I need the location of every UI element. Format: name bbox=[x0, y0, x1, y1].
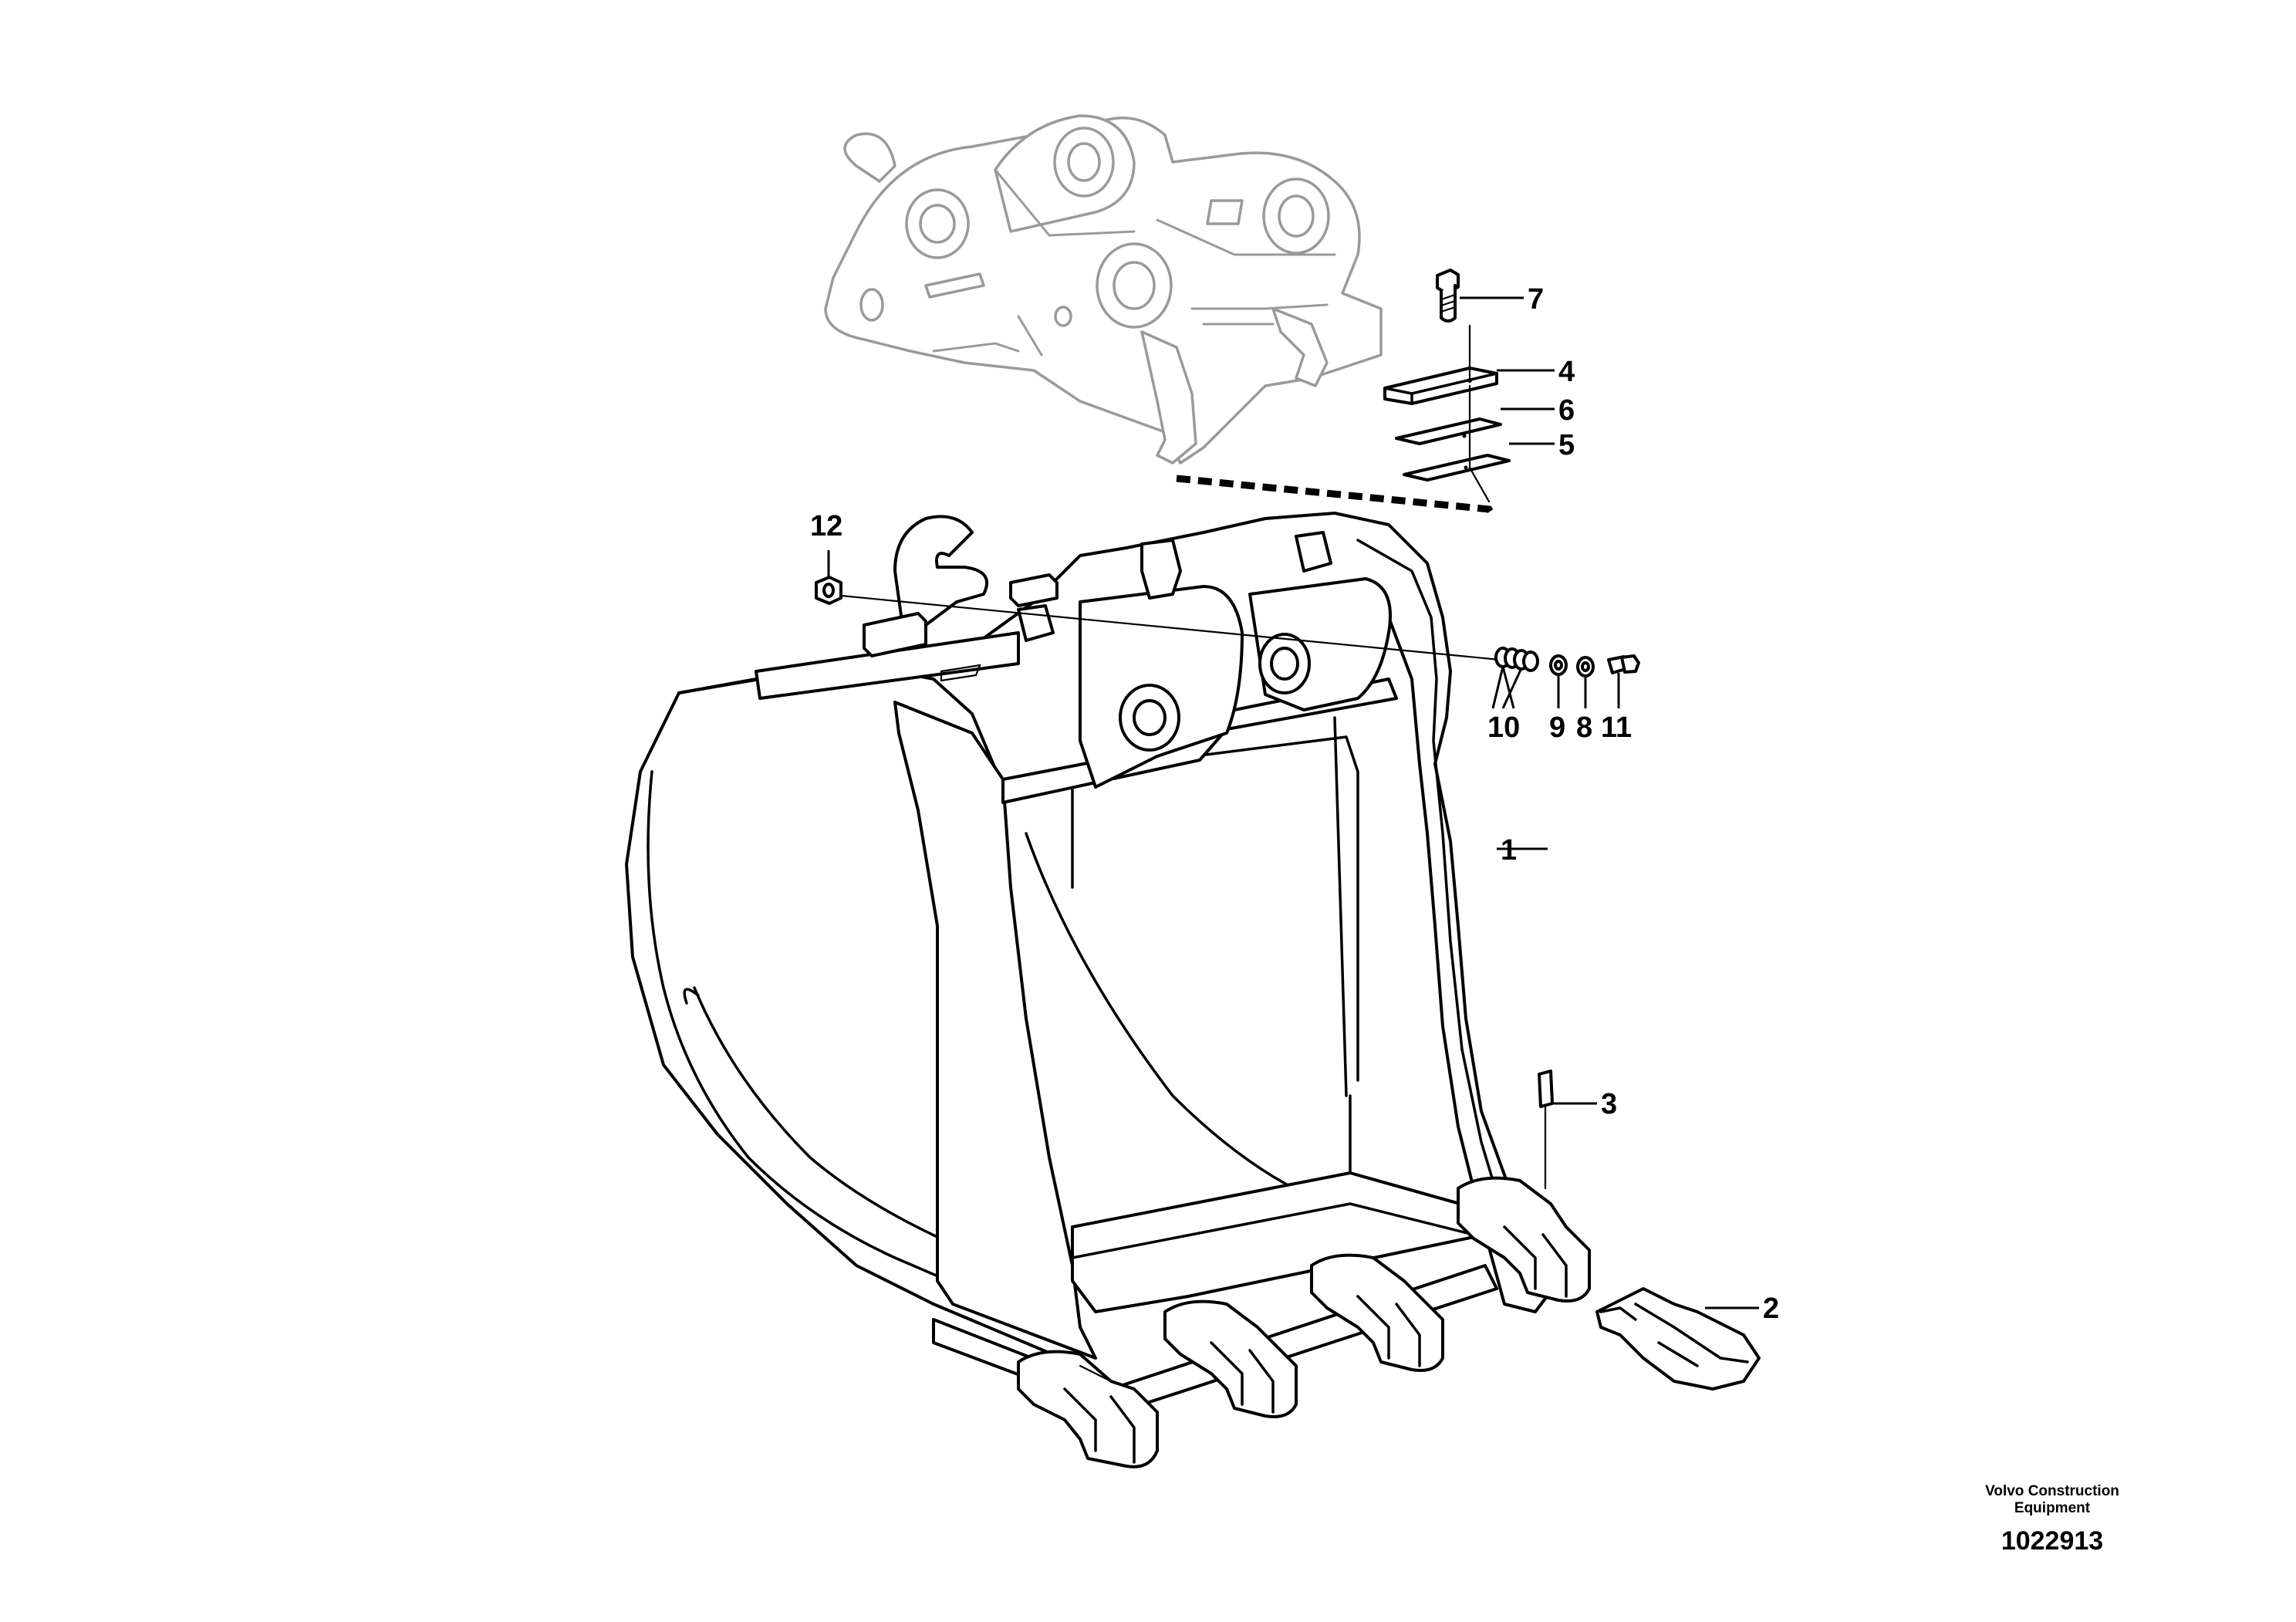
manufacturer-line-2: Equipment bbox=[2014, 1500, 2091, 1516]
callout-3: 3 bbox=[1601, 1088, 1617, 1120]
shim-5 bbox=[1403, 454, 1511, 482]
drawing-number: 1022913 bbox=[2001, 1526, 2104, 1556]
callout-9: 9 bbox=[1549, 711, 1565, 744]
manufacturer-line-1: Volvo Construction bbox=[1985, 1483, 2119, 1499]
bolt-7 bbox=[1436, 269, 1460, 323]
bolt-11 bbox=[1607, 654, 1640, 674]
adapter-plate-stack bbox=[1383, 324, 1511, 503]
callout-1: 1 bbox=[1501, 834, 1517, 867]
bucket-teeth bbox=[1017, 1176, 1761, 1468]
tooth-2 bbox=[1163, 1299, 1298, 1418]
manufacturer-caption: Volvo Construction Equipment bbox=[1960, 1483, 2145, 1517]
callout-4: 4 bbox=[1558, 356, 1575, 388]
tooth-4 bbox=[1457, 1176, 1591, 1303]
leader-lines bbox=[827, 296, 1759, 1309]
callout-labels: 1 2 3 4 6 5 7 10 9 8 11 12 bbox=[810, 283, 1779, 1325]
bucket bbox=[625, 512, 1548, 1414]
tooth-1 bbox=[1017, 1350, 1159, 1468]
mounting-interface-dashes bbox=[1176, 475, 1496, 518]
callout-2: 2 bbox=[1763, 1293, 1779, 1325]
callout-7: 7 bbox=[1528, 283, 1544, 316]
fastener-set bbox=[815, 576, 1640, 678]
locking-pin-3 bbox=[1538, 1070, 1554, 1190]
callout-6: 6 bbox=[1558, 394, 1575, 427]
tooth-3 bbox=[1310, 1253, 1444, 1372]
callout-10: 10 bbox=[1487, 711, 1520, 744]
quick-coupler bbox=[824, 114, 1383, 465]
shim-6 bbox=[1395, 417, 1502, 445]
tooth-tip-2 bbox=[1595, 1287, 1761, 1391]
callout-11: 11 bbox=[1601, 711, 1632, 744]
callout-12: 12 bbox=[810, 510, 842, 542]
callout-8: 8 bbox=[1576, 711, 1592, 744]
callout-5: 5 bbox=[1558, 429, 1575, 461]
